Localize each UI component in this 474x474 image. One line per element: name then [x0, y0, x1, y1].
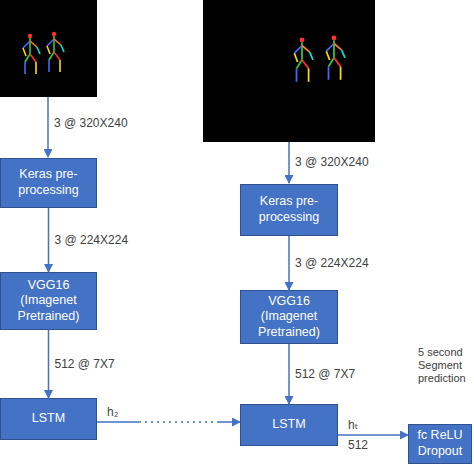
box-text: fc ReLU Dropout	[413, 428, 467, 459]
edge-label: 3 @ 224X224	[295, 256, 369, 270]
process-box: LSTM	[0, 398, 97, 440]
box-text: LSTM	[32, 411, 65, 427]
skeleton-figure	[47, 32, 64, 72]
input-frame	[0, 0, 97, 97]
edge-label: 512 @ 7X7	[55, 357, 115, 371]
edge-label: h₂	[107, 405, 118, 419]
flow-arrow	[48, 330, 50, 398]
box-text: LSTM	[272, 417, 305, 433]
input-arrow	[47, 97, 49, 157]
edge-label: hₜ	[348, 418, 358, 432]
edge-label: 3 @ 224X224	[55, 233, 129, 247]
box-text: Keras pre-processing	[5, 167, 92, 198]
flow-arrow	[338, 434, 408, 436]
input-arrow	[288, 142, 290, 183]
process-box: fc ReLU Dropout	[408, 424, 472, 464]
box-text: VGG16 (Imagenet Pretrained)	[5, 278, 92, 325]
flow-arrow	[97, 421, 240, 423]
flow-arrow	[288, 236, 290, 290]
skeleton-figure	[326, 36, 345, 80]
annotation-text: 5 second Segment prediction	[418, 346, 474, 386]
edge-label: 512 @ 7X7	[295, 367, 355, 381]
flow-arrow	[48, 208, 50, 272]
process-box: Keras pre-processing	[0, 158, 97, 208]
skeleton-figure	[23, 34, 40, 74]
box-text: Keras pre-processing	[245, 194, 333, 225]
process-box: Keras pre-processing	[240, 184, 338, 236]
annotation-text: 3 @ 320X240	[295, 155, 369, 169]
process-box: LSTM	[240, 404, 338, 446]
annotation-text: 512	[348, 438, 368, 452]
flow-arrow	[288, 344, 290, 404]
annotation-text: 3 @ 320X240	[54, 116, 128, 130]
skeleton-figure	[294, 38, 313, 82]
process-box: VGG16 (Imagenet Pretrained)	[0, 272, 97, 330]
box-text: VGG16 (Imagenet Pretrained)	[245, 294, 333, 341]
input-frame	[203, 0, 375, 142]
process-box: VGG16 (Imagenet Pretrained)	[240, 290, 338, 344]
